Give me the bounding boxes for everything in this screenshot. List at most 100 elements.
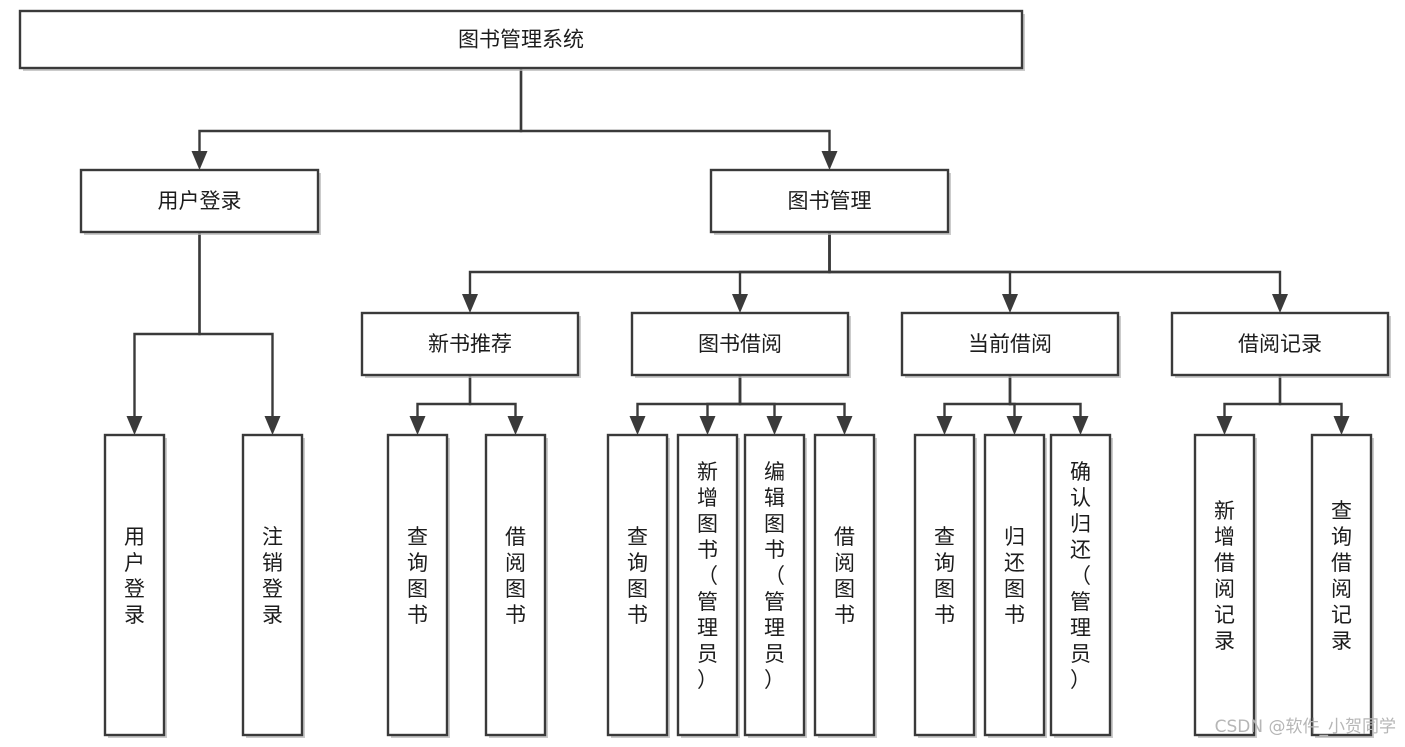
node-box[interactable] [18, 9, 1024, 70]
connector [936, 375, 1012, 435]
node-box[interactable] [360, 311, 580, 377]
node-label: 借阅图书 [834, 525, 855, 627]
node-label: 图书管理系统 [458, 28, 584, 52]
connector [828, 232, 1288, 313]
node-label: 归还图书 [1004, 525, 1025, 627]
node-label: 当前借阅 [968, 332, 1052, 356]
node-box[interactable] [241, 433, 304, 737]
node-leaf-user-login[interactable]: 用户登录 [103, 433, 167, 738]
arrow-head-icon [1006, 416, 1023, 435]
node-leaf-rec-query[interactable]: 查询图书 [386, 433, 450, 738]
connector [738, 375, 853, 435]
node-box[interactable] [79, 168, 320, 234]
arrow-head-icon [732, 294, 748, 313]
arrow-head-icon [836, 416, 853, 435]
csdn-watermark: CSDN @软件_小贺同学 [1215, 717, 1396, 737]
node-label: 新增借阅记录 [1214, 499, 1235, 653]
connector-line [468, 232, 831, 297]
node-book-manage[interactable]: 图书管理 [709, 168, 951, 235]
connector-line [943, 375, 1012, 419]
arrow-head-icon [191, 151, 208, 170]
connector [126, 232, 201, 435]
arrow-head-icon [507, 416, 524, 435]
node-root[interactable]: 图书管理系统 [18, 9, 1025, 71]
node-borrow-record[interactable]: 借阅记录 [1170, 311, 1391, 378]
arrow-head-icon [1072, 416, 1089, 435]
arrow-head-icon [936, 416, 953, 435]
node-leaf-rec-search[interactable]: 查询借阅记录 [1310, 433, 1374, 738]
node-leaf-cur-query[interactable]: 查询图书 [913, 433, 977, 738]
node-leaf-rec-borrow[interactable]: 借阅图书 [484, 433, 548, 738]
connector [1278, 375, 1350, 435]
node-box[interactable] [1049, 433, 1112, 737]
connector-line [738, 232, 831, 297]
connector-line [1278, 375, 1343, 419]
connector [1216, 375, 1282, 435]
arrow-head-icon [462, 294, 478, 313]
node-leaf-borrow-edit[interactable]: 编辑图书（管理员） [743, 433, 807, 738]
node-leaf-borrow-do[interactable]: 借阅图书 [813, 433, 877, 738]
arrow-head-icon [1216, 416, 1233, 435]
node-leaf-cur-return[interactable]: 归还图书 [983, 433, 1047, 738]
connector-line [738, 375, 846, 419]
node-book-borrow[interactable]: 图书借阅 [630, 311, 851, 378]
connector [519, 68, 838, 170]
connector [191, 68, 523, 170]
arrow-head-icon [766, 416, 783, 435]
node-new-book-rec[interactable]: 新书推荐 [360, 311, 581, 378]
node-box[interactable] [676, 433, 739, 737]
connector [198, 232, 281, 435]
connector-line [416, 375, 472, 419]
connector-line [828, 232, 1282, 297]
node-label: 用户登录 [158, 189, 242, 213]
arrow-head-icon [629, 416, 646, 435]
arrow-head-icon [264, 416, 281, 435]
node-leaf-rec-add[interactable]: 新增借阅记录 [1193, 433, 1257, 738]
node-box[interactable] [103, 433, 166, 737]
node-label: 编辑图书（管理员） [764, 460, 785, 692]
node-box[interactable] [630, 311, 850, 377]
connector [468, 375, 524, 435]
connector [732, 232, 831, 313]
connector-line [1008, 375, 1082, 419]
node-box[interactable] [1310, 433, 1373, 737]
node-box[interactable] [606, 433, 669, 737]
connector-line [519, 68, 831, 154]
node-box[interactable] [484, 433, 547, 737]
node-box[interactable] [900, 311, 1120, 377]
connector-line [468, 375, 517, 419]
node-box[interactable] [913, 433, 976, 737]
node-box[interactable] [813, 433, 876, 737]
connector-line [1223, 375, 1282, 419]
node-user-login[interactable]: 用户登录 [79, 168, 321, 235]
connector-line [706, 375, 742, 419]
node-current-borrow[interactable]: 当前借阅 [900, 311, 1121, 378]
node-leaf-borrow-query[interactable]: 查询图书 [606, 433, 670, 738]
node-label: 新书推荐 [428, 332, 512, 356]
connector-line [636, 375, 742, 419]
node-leaf-borrow-add[interactable]: 新增图书（管理员） [676, 433, 740, 738]
connector [409, 375, 472, 435]
node-label: 确认归还（管理员） [1070, 460, 1091, 692]
arrow-head-icon [1333, 416, 1350, 435]
node-box[interactable] [386, 433, 449, 737]
node-label: 注销登录 [262, 525, 283, 627]
node-box[interactable] [1193, 433, 1256, 737]
node-box[interactable] [1170, 311, 1390, 377]
connector-line [738, 375, 776, 419]
node-label: 图书管理 [788, 189, 872, 213]
connector-line [133, 232, 201, 419]
connector-line [828, 232, 1012, 297]
node-box[interactable] [983, 433, 1046, 737]
node-box[interactable] [709, 168, 950, 234]
node-label: 借阅图书 [505, 525, 526, 627]
node-leaf-cur-confirm[interactable]: 确认归还（管理员） [1049, 433, 1113, 738]
arrow-head-icon [409, 416, 426, 435]
connectors-layer [126, 68, 1350, 435]
node-box[interactable] [743, 433, 806, 737]
node-label: 用户登录 [124, 525, 145, 627]
arrow-head-icon [126, 416, 143, 435]
arrow-head-icon [1002, 294, 1018, 313]
node-leaf-logout[interactable]: 注销登录 [241, 433, 305, 738]
